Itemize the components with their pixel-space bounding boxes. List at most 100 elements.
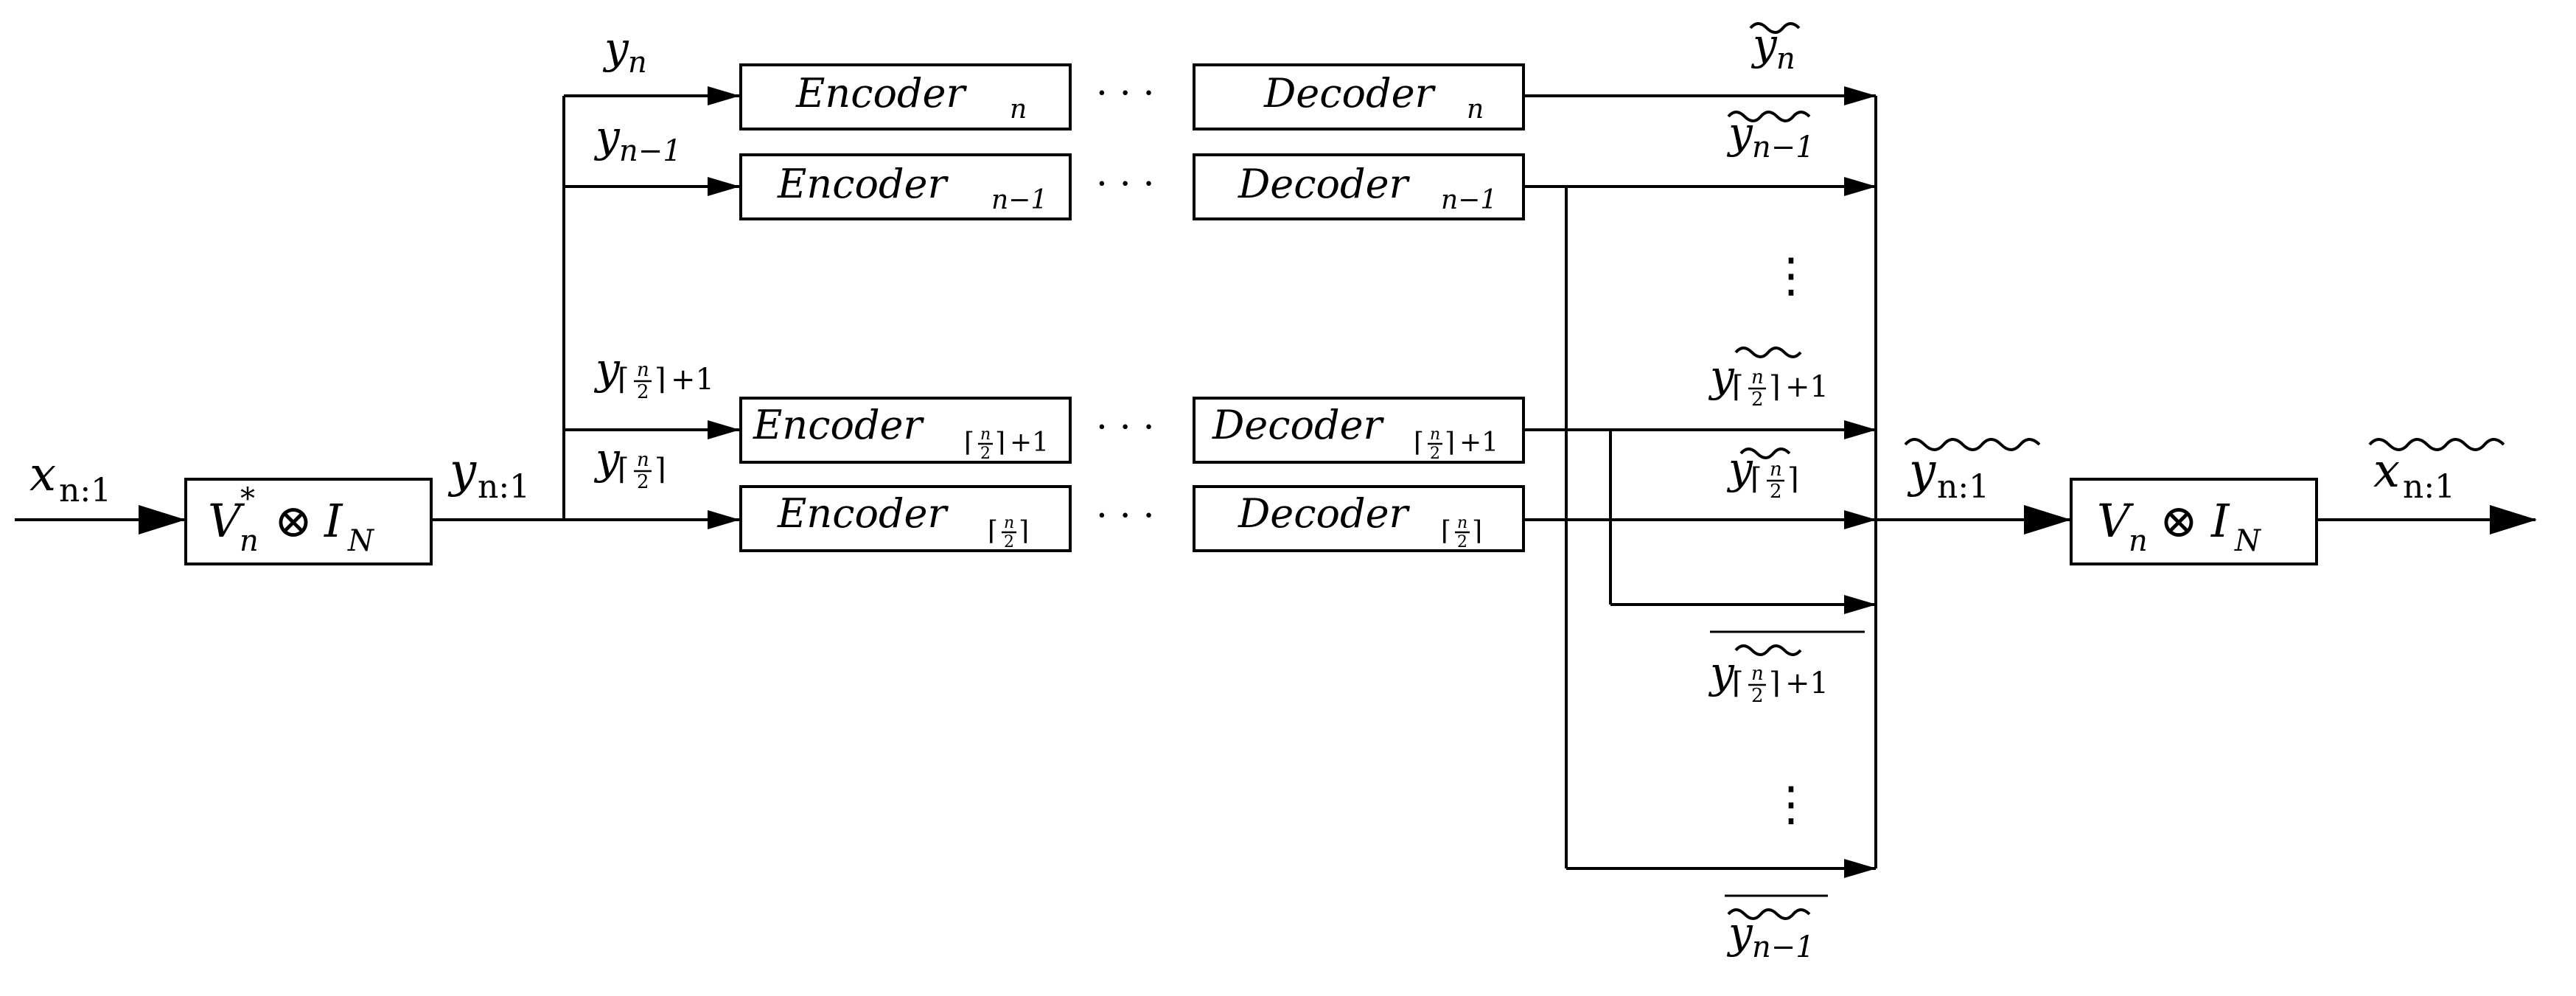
decoder-half-plus-1-box <box>1193 397 1525 464</box>
branch-n-signal-base: y <box>602 23 629 73</box>
branch-half-frac-den: 2 <box>637 471 649 493</box>
encoder-half-plus-1-ceil-r: ⌉ <box>995 428 1005 458</box>
output-half-plus-1-conj-suffix: +1 <box>1785 666 1829 700</box>
output-label-half-plus-1: y ⌈ n 2 ⌉ +1 <box>1708 346 1829 411</box>
branch-half-plus-1-ceil-r: ⌉ <box>655 363 666 397</box>
transformed-label-base: y <box>447 444 477 498</box>
ellipsis-n: · · · <box>1096 72 1154 114</box>
output-n-tilde <box>1749 22 1801 34</box>
encoder-n-label: Encoder <box>795 70 967 116</box>
output-half-plus-1-tilde <box>1734 346 1802 358</box>
encoder-half-plus-1-ceil-l: ⌈ <box>964 428 974 458</box>
decoder-half-ceil-l: ⌈ <box>1441 516 1451 546</box>
decoder-half-label: Decoder <box>1238 490 1411 537</box>
branch-half: y ⌈ n 2 ⌉ Encoder ⌈ n 2 ⌉ · · · Decoder … <box>564 433 1877 552</box>
transformed-signal: y n:1 <box>447 444 530 506</box>
output-half-plus-1-suffix: +1 <box>1785 370 1829 404</box>
output-half-plus-1-conj-frac-den: 2 <box>1751 685 1764 707</box>
output-half-tilde <box>1739 447 1791 459</box>
forward-transform-i-sub: N <box>2234 524 2262 558</box>
encoder-half-label: Encoder <box>777 490 949 537</box>
ellipsis-half-plus-1: · · · <box>1096 405 1154 448</box>
output-half-plus-1-frac-num: n <box>1751 366 1764 389</box>
transformed-label-sub: n:1 <box>478 468 530 506</box>
output-half-base: y <box>1726 443 1753 493</box>
inverse-transform-block: V n * ⊗ I N <box>184 478 433 565</box>
forward-transform-i: I <box>2210 494 2230 548</box>
encoder-half-plus-1-suffix: +1 <box>1010 428 1049 458</box>
branch-half-frac-num: n <box>637 449 649 471</box>
branch-n: y n Encoder n · · · Decoder n <box>564 23 1877 130</box>
forward-kronecker-op: ⊗ <box>2160 494 2198 548</box>
output-half-plus-1-frac-den: 2 <box>1751 389 1764 411</box>
decoder-half-plus-1-frac-den: 2 <box>1430 445 1440 463</box>
output-label-n-minus-1-conj: y n−1 <box>1725 894 1828 964</box>
merged-signal-base: y <box>1907 444 1936 498</box>
encoder-half-plus-1-frac-num: n <box>980 425 991 444</box>
branch-n-signal-sub: n <box>628 46 647 80</box>
output-signal: x n:1 <box>2368 438 2505 506</box>
ellipsis-n-minus-1: · · · <box>1096 162 1154 205</box>
output-half-plus-1-base: y <box>1708 351 1735 401</box>
output-n-minus-1-conj-sub: n−1 <box>1752 930 1815 964</box>
forward-transform-block: V n ⊗ I N <box>2070 478 2318 565</box>
output-n-minus-1-base: y <box>1726 108 1753 158</box>
input-signal: x n:1 <box>29 447 111 509</box>
branch-half-ceil-r: ⌉ <box>655 453 666 487</box>
branch-half-plus-1-ceil-l: ⌈ <box>618 363 629 397</box>
branch-half-plus-1-frac-den: 2 <box>637 381 649 403</box>
output-signal-base: x <box>2373 444 2400 498</box>
decoder-half-frac-num: n <box>1457 514 1467 532</box>
output-n-minus-1-tilde <box>1727 111 1811 122</box>
output-half-frac-den: 2 <box>1770 481 1782 503</box>
encoder-n-minus-1-label: Encoder <box>777 161 949 207</box>
branch-n-minus-1-signal-base: y <box>593 111 621 161</box>
decoder-half-frac-den: 2 <box>1457 533 1467 551</box>
inverse-transform-v-sub: n <box>240 524 259 558</box>
branch-half-plus-1: y ⌈ n 2 ⌉ +1 Encoder ⌈ n 2 ⌉ +1 · · · De… <box>564 344 1877 464</box>
decoder-n-minus-1-sub: n−1 <box>1441 185 1497 215</box>
encoder-half-frac-num: n <box>1004 514 1014 532</box>
output-half-ceil-r: ⌉ <box>1787 462 1799 496</box>
output-half-plus-1-ceil-r: ⌉ <box>1769 370 1781 404</box>
encoder-n-minus-1-box <box>739 153 1072 220</box>
inverse-transform-v-sup: * <box>240 482 255 516</box>
output-signal-tilde <box>2368 438 2505 451</box>
decoder-n-box <box>1193 63 1525 130</box>
output-vdots-upper: ⋮ <box>1767 248 1815 303</box>
branch-half-plus-1-signal-base: y <box>593 344 621 394</box>
encoder-half-plus-1-label: Encoder <box>753 402 924 448</box>
encoder-half-plus-1-box <box>739 397 1072 464</box>
kronecker-op: ⊗ <box>274 494 313 548</box>
branch-n-minus-1: y n−1 Encoder n−1 · · · Decoder n−1 <box>564 111 1877 220</box>
decoder-n-minus-1-label: Decoder <box>1238 161 1411 207</box>
decoder-half-ceil-r: ⌉ <box>1472 516 1482 546</box>
output-label-half: y ⌈ n 2 ⌉ <box>1726 443 1799 503</box>
encoder-half-plus-1-frac-den: 2 <box>980 445 991 463</box>
inverse-transform-v: V <box>208 494 245 548</box>
encoder-half-ceil-l: ⌈ <box>988 516 998 546</box>
merged-signal: y n:1 <box>1904 438 2041 506</box>
input-label-base: x <box>29 447 56 502</box>
forward-transform-box <box>2070 478 2318 565</box>
decoder-half-plus-1-ceil-r: ⌉ <box>1445 428 1455 458</box>
output-half-plus-1-conj-frac-num: n <box>1751 663 1764 685</box>
output-n-base: y <box>1751 19 1778 69</box>
output-label-n: y n <box>1749 19 1801 76</box>
encoder-half-frac-den: 2 <box>1004 533 1014 551</box>
branch-half-signal-base: y <box>593 433 621 484</box>
forward-transform-v: V <box>2097 494 2135 548</box>
merged-signal-sub: n:1 <box>1937 468 1989 506</box>
input-label-sub: n:1 <box>59 472 111 509</box>
decoder-n-label: Decoder <box>1263 70 1437 116</box>
output-n-minus-1-conj-tilde <box>1727 908 1811 920</box>
decoder-half-plus-1-suffix: +1 <box>1459 428 1498 458</box>
output-label-n-minus-1: y n−1 <box>1726 108 1815 164</box>
output-label-half-plus-1-conj: y ⌈ n 2 ⌉ +1 <box>1708 630 1865 707</box>
inverse-transform-i-sub: N <box>347 524 375 558</box>
decoder-half-plus-1-frac-num: n <box>1430 425 1440 444</box>
forward-transform-v-sub: n <box>2129 524 2148 558</box>
encoder-n-sub: n <box>1010 94 1027 125</box>
output-n-minus-1-conj-base: y <box>1726 908 1753 958</box>
